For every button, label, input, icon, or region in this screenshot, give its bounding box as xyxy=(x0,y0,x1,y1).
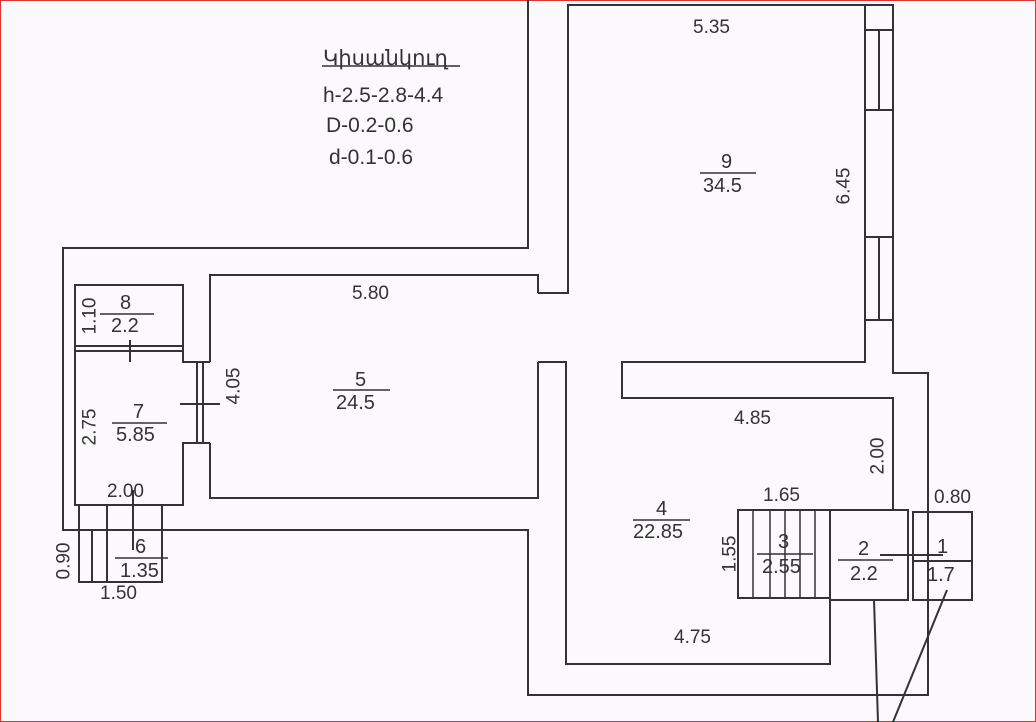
room-2-area: 2.2 xyxy=(850,563,878,585)
dim-corridor-depth: 2.00 xyxy=(867,437,889,475)
room-9-number: 9 xyxy=(721,151,733,173)
stair-6 xyxy=(78,504,163,583)
dim-room9-depth: 6.45 xyxy=(833,167,855,205)
dim-room9-width: 5.35 xyxy=(693,17,730,38)
room-5-area: 24.5 xyxy=(336,392,375,414)
room-7-number: 7 xyxy=(133,401,145,423)
room-3-area: 2.55 xyxy=(762,556,801,578)
room-6-area: 1.35 xyxy=(120,560,159,582)
room-5-number: 5 xyxy=(355,369,367,391)
room-3-number: 3 xyxy=(778,531,790,553)
room-6-number: 6 xyxy=(135,536,147,558)
room-5-wall xyxy=(209,274,539,362)
dim-room5-width: 5.80 xyxy=(352,283,389,304)
legend-height: h-2.5-2.8-4.4 xyxy=(323,84,444,107)
room-8-number: 8 xyxy=(120,292,132,314)
legend-title: Կիսանկուղ xyxy=(323,47,448,70)
dim-room5-depth: 4.05 xyxy=(223,367,245,405)
dim-stair3-width: 1.65 xyxy=(763,485,800,506)
dim-stair6-width: 1.50 xyxy=(100,583,137,604)
room-9-area: 34.5 xyxy=(703,175,742,197)
outer-wall-left xyxy=(62,0,929,696)
dim-stair6-depth: 0.90 xyxy=(53,542,75,580)
legend-wall-thickness: D-0.2-0.6 xyxy=(326,114,414,137)
dim-room7-width: 2.00 xyxy=(107,481,144,502)
room-4-number: 4 xyxy=(656,498,668,520)
dim-room4-bottom: 4.75 xyxy=(674,627,711,648)
dim-stair3-depth: 1.55 xyxy=(719,535,741,573)
dim-room8-depth: 1.10 xyxy=(79,297,101,335)
room-1-number: 1 xyxy=(937,536,949,558)
room-2-number: 2 xyxy=(858,538,870,560)
room-4-area: 22.85 xyxy=(633,521,684,543)
room-7-area: 5.85 xyxy=(116,424,155,446)
dim-room7-depth: 2.75 xyxy=(79,408,101,446)
legend-inner-wall-thickness: d-0.1-0.6 xyxy=(329,146,414,169)
dim-room4-width: 4.85 xyxy=(734,408,771,429)
room-9-wall xyxy=(621,5,894,510)
room-8-area: 2.2 xyxy=(111,315,139,337)
room-1-area: 1.7 xyxy=(927,564,955,586)
dim-room1-width: 0.80 xyxy=(934,487,971,508)
